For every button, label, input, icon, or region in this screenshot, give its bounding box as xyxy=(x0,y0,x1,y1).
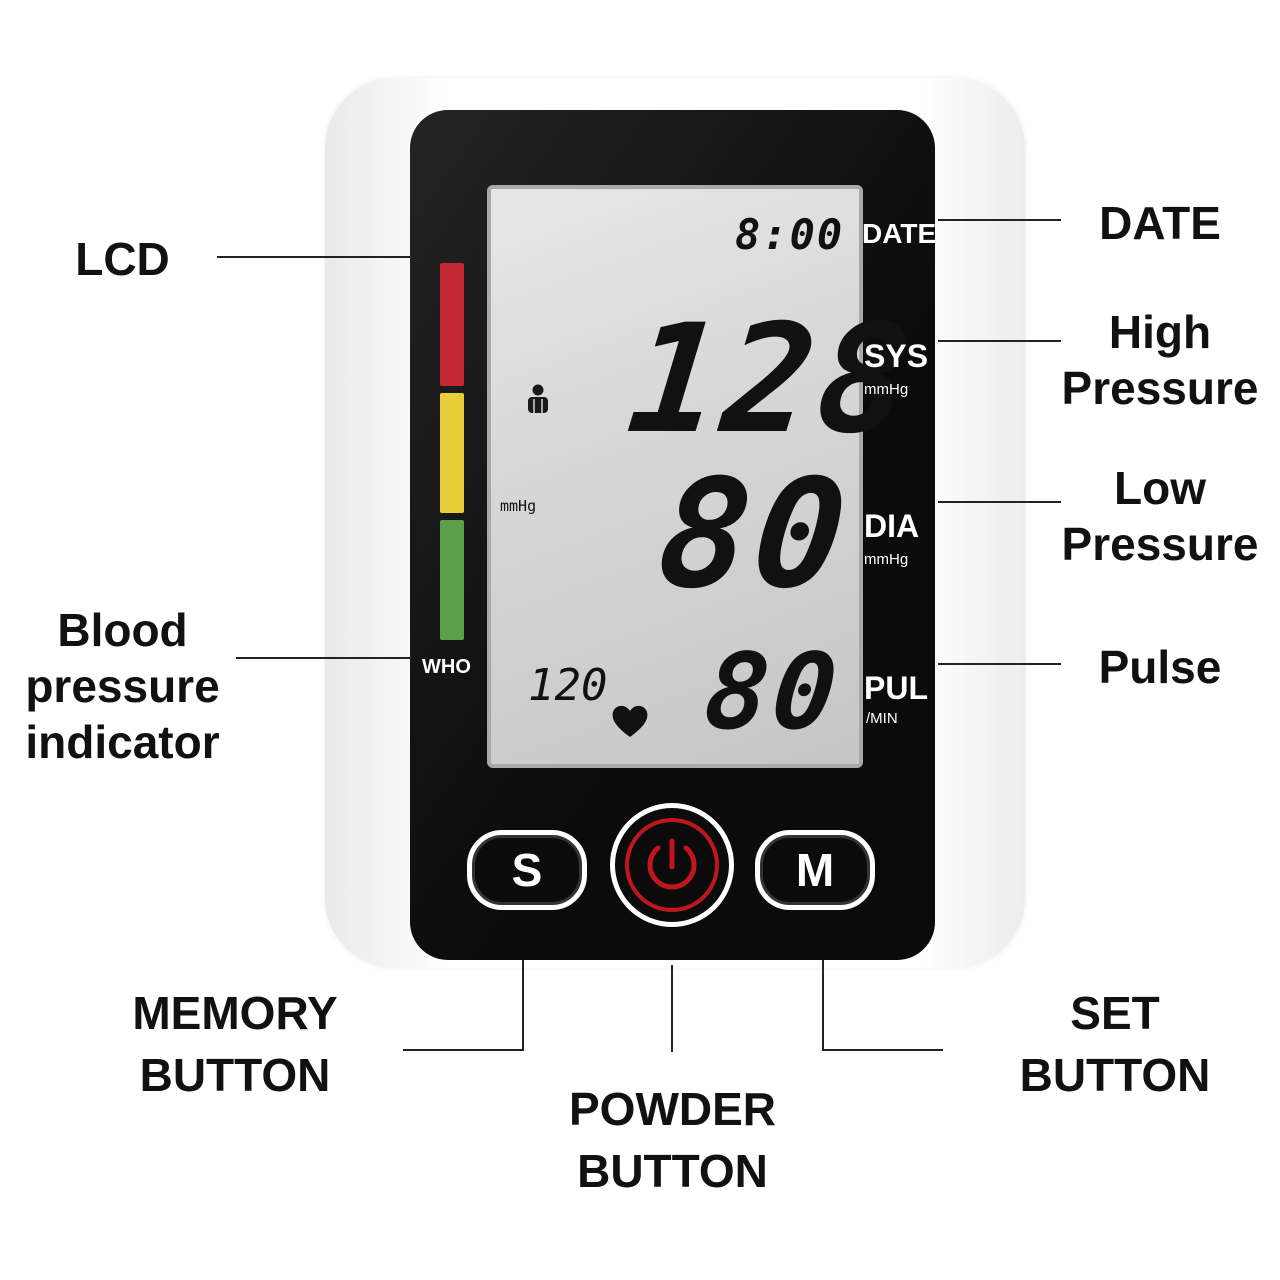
indicator-bar-green xyxy=(440,520,464,640)
callout-lcd: LCD xyxy=(75,233,170,285)
heart-icon xyxy=(612,705,648,737)
callout-pulse: Pulse xyxy=(1098,641,1222,693)
high-pressure-leader-line xyxy=(938,340,1061,342)
callout-low-pressure-line1: Low xyxy=(1114,462,1206,514)
diastolic-reading: 80 xyxy=(650,448,858,622)
sys-unit: mmHg xyxy=(864,381,909,398)
callout-set-button-line2: BUTTON xyxy=(1019,1049,1211,1101)
set-leader-horizontal xyxy=(822,1049,943,1051)
pul-unit: /MIN xyxy=(866,710,898,727)
who-label: WHO xyxy=(422,656,471,678)
callout-low-pressure-line2: Pressure xyxy=(1061,518,1259,570)
m-button-label: M xyxy=(795,844,835,896)
pul-label: PUL xyxy=(864,670,928,706)
indicator-bar-red xyxy=(440,263,464,386)
callout-memory-button-line2: BUTTON xyxy=(139,1049,331,1101)
date-label: DATE xyxy=(862,218,937,249)
dia-unit: mmHg xyxy=(864,551,909,568)
callout-power-button: POWDER BUTTON xyxy=(540,1078,805,1202)
user-icon xyxy=(528,384,548,413)
callout-bp-indicator-line2: pressure xyxy=(25,660,220,712)
set-leader-vertical xyxy=(822,960,824,1050)
lcd-unit-small: mmHg xyxy=(500,497,537,515)
callout-set-button: SET BUTTON xyxy=(990,982,1240,1106)
s-button-label: S xyxy=(511,844,543,896)
sys-label: SYS xyxy=(864,338,929,374)
power-icon xyxy=(625,818,719,912)
memory-leader-vertical xyxy=(522,960,524,1050)
date-leader-line xyxy=(938,219,1061,221)
indicator-bar-yellow xyxy=(440,393,464,513)
s-button[interactable]: S xyxy=(467,830,587,910)
callout-bp-indicator-line1: Blood xyxy=(57,604,188,656)
callout-date: DATE xyxy=(1099,197,1221,249)
power-leader-vertical xyxy=(671,965,673,1052)
lcd-leader-line xyxy=(217,256,412,258)
memory-number: 120 xyxy=(528,660,608,711)
pulse-leader-line xyxy=(938,663,1061,665)
low-pressure-leader-line xyxy=(938,501,1061,503)
callout-bp-indicator-line3: indicator xyxy=(25,716,220,768)
callout-set-button-line1: SET xyxy=(1070,987,1160,1039)
dia-label: DIA xyxy=(864,508,920,544)
callout-high-pressure-line1: High xyxy=(1108,306,1212,358)
callout-memory-button-line1: MEMORY xyxy=(132,987,338,1039)
memory-leader-horizontal xyxy=(403,1049,524,1051)
callout-high-pressure: High Pressure xyxy=(1040,304,1280,416)
power-button[interactable] xyxy=(610,803,734,927)
callout-memory-button: MEMORY BUTTON xyxy=(100,982,370,1106)
callout-power-button-line2: BUTTON xyxy=(577,1145,768,1197)
bp-indicator-leader-line xyxy=(236,657,412,659)
m-button[interactable]: M xyxy=(755,830,875,910)
lcd-time: 8:00 xyxy=(735,210,845,259)
callout-bp-indicator: Blood pressure indicator xyxy=(0,602,245,770)
callout-low-pressure: Low Pressure xyxy=(1040,460,1280,572)
callout-power-button-line1: POWDER xyxy=(569,1083,776,1135)
pulse-reading: 80 xyxy=(699,631,847,753)
callout-high-pressure-line2: Pressure xyxy=(1061,362,1259,414)
lcd-screen xyxy=(487,185,863,768)
systolic-reading: 128 xyxy=(620,293,923,467)
